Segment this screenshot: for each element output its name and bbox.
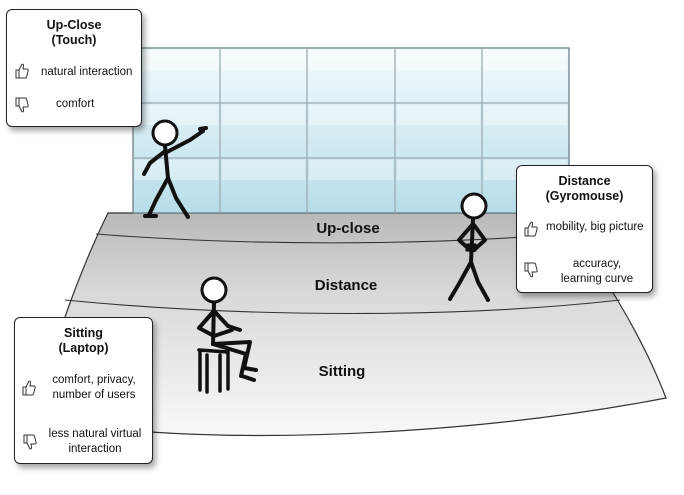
thumbs-down-icon	[524, 262, 538, 278]
thumbs-down-icon	[23, 434, 37, 450]
thumbs-down-icon	[15, 97, 29, 113]
card-gyromouse-title-line2: (Gyromouse)	[545, 189, 624, 203]
zone-divider-distance	[64, 299, 621, 315]
thumbs-up-icon	[15, 63, 29, 79]
card-gyromouse-pro-text: mobility, big picture	[546, 221, 644, 233]
card-laptop-pro-line2: number of users	[52, 389, 136, 401]
zone-divider-upclose	[95, 232, 581, 244]
card-laptop-con-text: less natural virtual interaction	[40, 427, 150, 457]
card-laptop-con-line1: less natural virtual	[48, 428, 142, 440]
card-laptop-con-line2: interaction	[68, 443, 122, 455]
card-gyromouse-con-line2: learning curve	[560, 273, 634, 285]
chair	[197, 348, 230, 394]
card-gyromouse-con-text: accuracy, learning curve	[547, 257, 647, 287]
card-laptop: Sitting (Laptop) comfort, privacy, numbe…	[14, 317, 153, 464]
zone-label-distance: Distance	[314, 277, 378, 294]
stick-figure-sitting	[197, 276, 258, 382]
thumbs-up-icon	[524, 221, 538, 237]
card-laptop-title-line2: (Laptop)	[58, 341, 109, 355]
stick-figure-touch	[142, 119, 208, 219]
card-touch-title-line1: Up-Close	[46, 18, 102, 32]
zone-label-upclose: Up-close	[316, 220, 380, 237]
card-touch-title-line2: (Touch)	[51, 33, 97, 47]
card-touch: Up-Close (Touch) natural interaction com…	[6, 9, 142, 127]
card-gyromouse-con-line1: accuracy,	[572, 258, 622, 270]
card-touch-pro-text: natural interaction	[41, 66, 133, 78]
card-touch-con-text: comfort	[56, 98, 95, 110]
thumbs-up-icon	[22, 380, 36, 396]
card-laptop-pro-text: comfort, privacy, number of users	[40, 373, 148, 403]
card-laptop-title: Sitting (Laptop)	[15, 326, 152, 356]
stick-figure-distance	[448, 192, 490, 302]
card-touch-title: Up-Close (Touch)	[7, 18, 141, 48]
zone-label-sitting: Sitting	[318, 363, 366, 380]
display-wall	[132, 47, 570, 214]
card-laptop-title-line1: Sitting	[64, 326, 103, 340]
card-gyromouse-title: Distance (Gyromouse)	[517, 174, 652, 204]
card-gyromouse: Distance (Gyromouse) mobility, big pictu…	[516, 165, 653, 293]
card-gyromouse-title-line1: Distance	[558, 174, 611, 188]
card-laptop-pro-line1: comfort, privacy,	[52, 374, 136, 386]
